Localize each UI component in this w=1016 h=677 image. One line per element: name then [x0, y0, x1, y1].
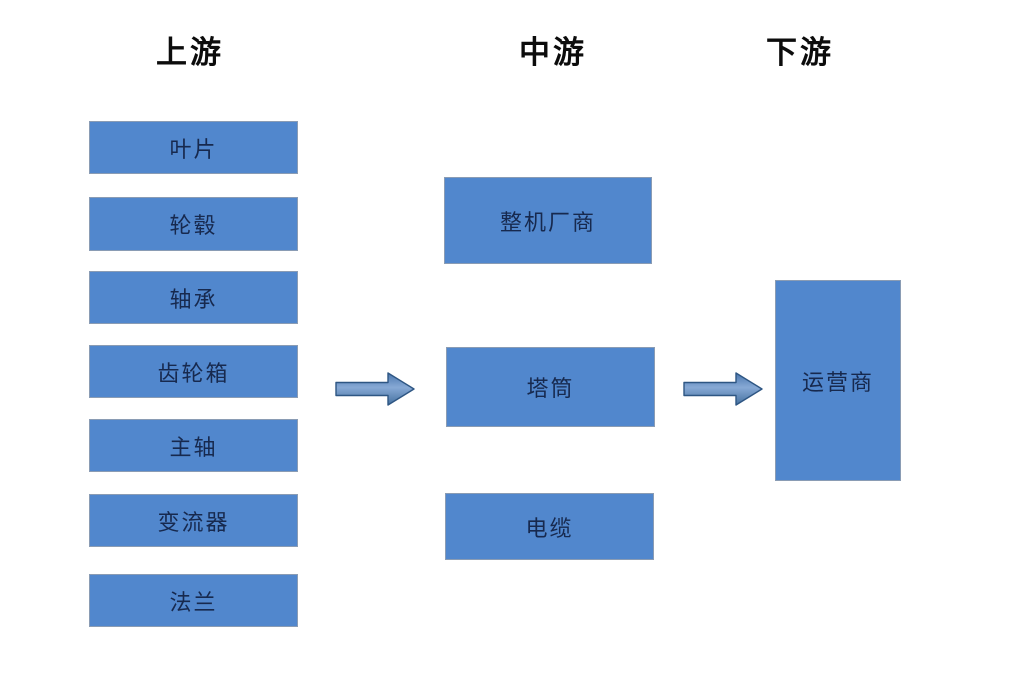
column-header-midstream: 中游	[519, 35, 587, 70]
box-blades: 叶片	[89, 121, 298, 174]
box-converter: 变流器	[89, 494, 298, 547]
box-operator: 运营商	[775, 280, 901, 481]
box-bearing: 轴承	[89, 271, 298, 324]
arrow-upstream-to-midstream-icon	[335, 372, 415, 406]
box-flange: 法兰	[89, 574, 298, 627]
box-tower: 塔筒	[446, 347, 655, 427]
column-header-downstream: 下游	[766, 35, 834, 70]
box-hub: 轮毂	[89, 197, 298, 251]
box-gearbox: 齿轮箱	[89, 345, 298, 398]
box-main-shaft: 主轴	[89, 419, 298, 472]
arrow-midstream-to-downstream-icon	[683, 372, 763, 406]
box-cable: 电缆	[445, 493, 654, 560]
column-header-upstream: 上游	[156, 35, 224, 70]
box-turbine-oem: 整机厂商	[444, 177, 652, 264]
